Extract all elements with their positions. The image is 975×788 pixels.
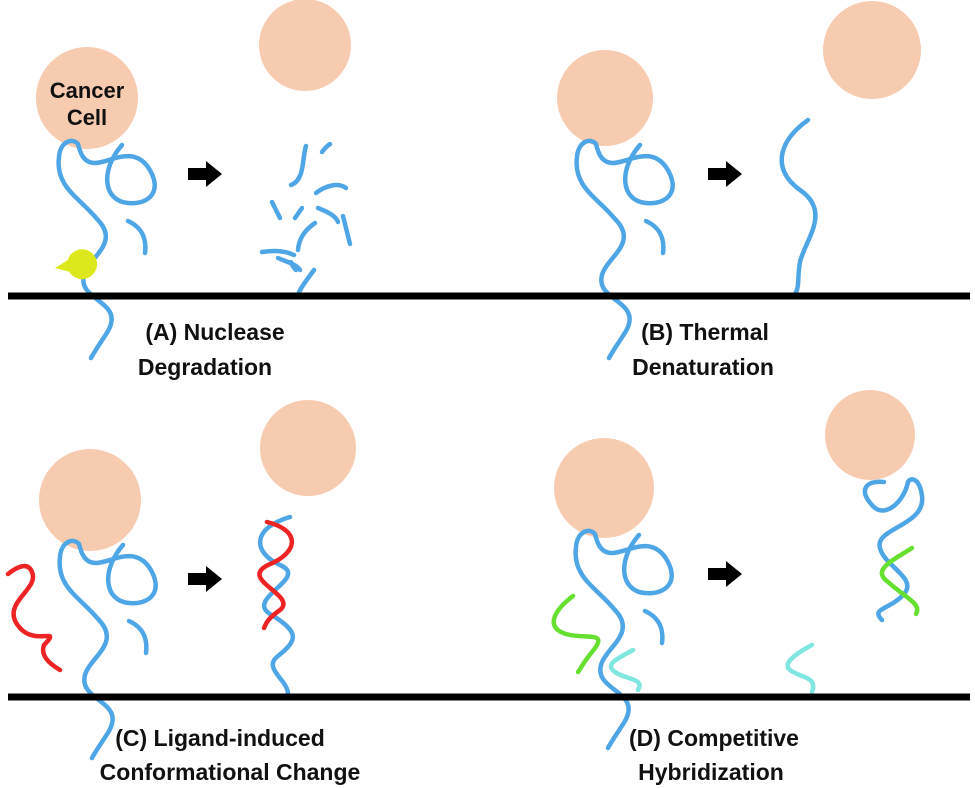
cancer-cell <box>260 400 356 496</box>
cancer-cell <box>557 50 653 146</box>
competitor-bound <box>879 545 920 617</box>
arrow-c <box>188 566 222 592</box>
cancer-cell-label: Cell <box>67 105 107 130</box>
aptamer-fragments <box>259 141 353 295</box>
ligand-strand <box>5 563 63 673</box>
cancer-cell <box>825 390 915 480</box>
hybridized-aptamer <box>862 477 925 623</box>
cancer-cell <box>823 1 921 99</box>
cancer-cell <box>39 449 141 551</box>
panel-b: (B) Thermal Denaturation <box>557 1 921 380</box>
arrow-d <box>708 561 742 587</box>
cancer-cell <box>554 438 654 538</box>
panel-c: (C) Ligand-induced Conformational Change <box>5 400 361 785</box>
caption-a-line2: Degradation <box>138 354 272 380</box>
arrow-a <box>188 161 222 187</box>
arrow-b <box>708 161 742 187</box>
panel-d: (D) Competitive Hybridization <box>551 390 925 785</box>
panel-a: Cancer Cell (A) Nuclease Degradation <box>36 0 353 380</box>
caption-d-line2: Hybridization <box>638 759 784 785</box>
cancer-cell-label: Cancer <box>50 78 125 103</box>
caption-b-line1: (B) Thermal <box>641 319 769 345</box>
aptamer-strand <box>59 141 155 358</box>
denatured-aptamer <box>779 117 818 297</box>
caption-c-line1: (C) Ligand-induced <box>115 725 325 751</box>
cancer-cell <box>36 47 138 149</box>
aptamer-strand <box>576 531 672 748</box>
nuclease-enzyme <box>55 249 98 280</box>
caption-c-line2: Conformational Change <box>100 759 361 785</box>
competitor-strand <box>551 593 601 675</box>
ligand-bound <box>257 519 295 631</box>
cancer-cell <box>259 0 351 91</box>
caption-b-line2: Denaturation <box>632 354 774 380</box>
complementary-strand <box>608 647 642 693</box>
caption-a-line1: (A) Nuclease <box>145 319 284 345</box>
released-complement <box>785 642 816 695</box>
bound-aptamer <box>258 514 296 697</box>
caption-d-line1: (D) Competitive <box>629 725 799 751</box>
